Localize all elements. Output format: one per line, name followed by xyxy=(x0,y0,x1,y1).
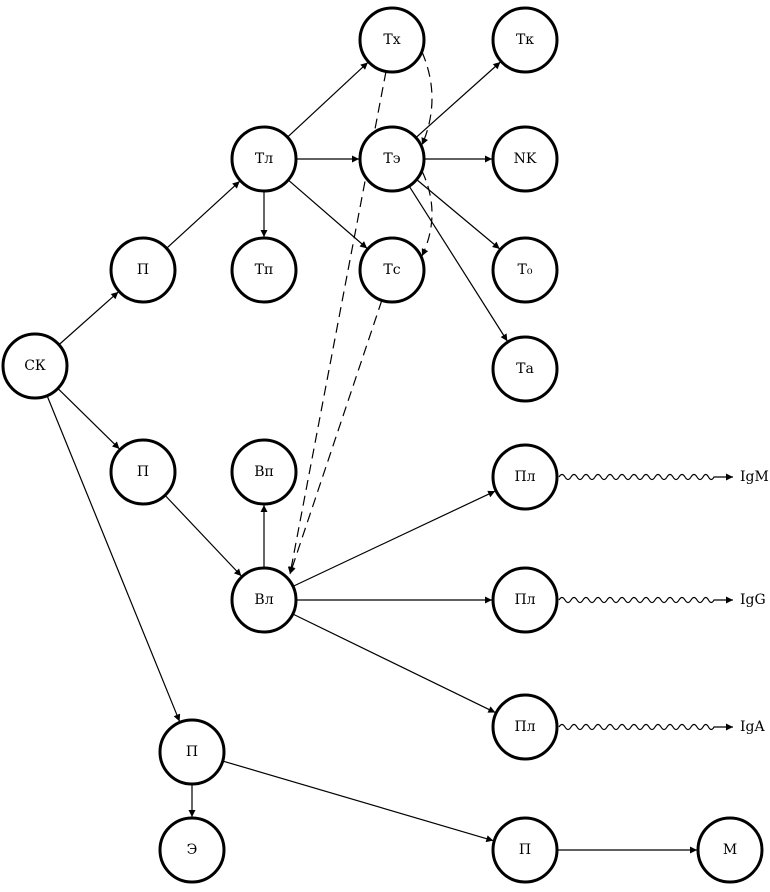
node-tl-label: Тл xyxy=(255,151,273,167)
node-m: М xyxy=(696,816,764,884)
node-pl1-label: Пл xyxy=(514,469,535,485)
output-igm-label: IgM xyxy=(740,469,769,485)
node-tc-label: Тс xyxy=(383,262,400,278)
node-tk: Тк xyxy=(491,6,559,74)
edge-p3-to-p4 xyxy=(222,760,494,843)
node-bp-label: Вп xyxy=(254,464,274,480)
node-tk-label: Тк xyxy=(516,32,534,48)
node-tp: Тп xyxy=(230,236,298,304)
node-nk-label: NK xyxy=(514,151,537,167)
node-p3-circle xyxy=(158,718,226,786)
node-tx-circle xyxy=(358,6,426,74)
edge-pl3-to-iga-wavy xyxy=(558,723,733,731)
node-te: Тэ xyxy=(358,125,426,193)
node-e-label: Э xyxy=(187,842,198,858)
node-pl3-circle xyxy=(491,693,559,761)
node-t0-label: Т₀ xyxy=(518,262,533,278)
node-pl1: Пл xyxy=(491,443,559,511)
node-p1: П xyxy=(109,236,177,304)
node-p2-label: П xyxy=(137,464,149,480)
edge-bl-to-pl1 xyxy=(292,490,496,587)
node-p1-label: П xyxy=(137,262,149,278)
node-ta-label: Та xyxy=(516,361,534,377)
node-t0: Т₀ xyxy=(491,236,559,304)
node-nk: NK xyxy=(491,125,559,193)
node-p4: П xyxy=(491,816,559,884)
node-p2: П xyxy=(109,438,177,506)
node-pl2: Пл xyxy=(491,566,559,634)
edge-ck-to-p2 xyxy=(57,387,120,450)
node-tl-circle xyxy=(230,125,298,193)
node-ta: Та xyxy=(491,335,559,403)
node-nk-circle xyxy=(491,125,559,193)
node-ta-circle xyxy=(491,335,559,403)
node-bl-label: Вл xyxy=(254,592,273,608)
node-pl3: Пл xyxy=(491,693,559,761)
node-m-circle xyxy=(696,816,764,884)
edge-pl1-to-igm-wavy xyxy=(558,473,733,481)
node-pl1-circle xyxy=(491,443,559,511)
edge-te-to-tc xyxy=(421,170,433,257)
edge-bl-to-pl3 xyxy=(292,613,496,714)
node-tk-circle xyxy=(491,6,559,74)
node-p3: П xyxy=(158,718,226,786)
edge-pl2-to-igg-wavy xyxy=(558,596,733,604)
output-iga-label: IgA xyxy=(740,719,765,735)
node-ck: СК xyxy=(1,332,69,400)
edge-tc-to-bl xyxy=(288,300,383,575)
edge-p2-to-bl xyxy=(164,494,242,577)
edge-ck-to-p1 xyxy=(58,291,119,346)
node-ck-circle xyxy=(1,332,69,400)
outputs-layer: IgM IgG IgA xyxy=(740,469,769,735)
edge-te-to-ta xyxy=(408,185,508,342)
edge-tx-to-te xyxy=(421,51,433,146)
node-bp-circle xyxy=(230,438,298,506)
edge-p1-to-tl xyxy=(166,180,241,249)
node-pl2-circle xyxy=(491,566,559,634)
edge-te-to-t0 xyxy=(416,179,501,250)
node-tp-circle xyxy=(230,236,298,304)
node-p2-circle xyxy=(109,438,177,506)
node-tx-label: Тх xyxy=(383,32,400,48)
output-igg-label: IgG xyxy=(740,592,766,608)
node-bl-circle xyxy=(230,566,298,634)
node-bl: Вл xyxy=(230,566,298,634)
node-te-label: Тэ xyxy=(383,151,400,167)
node-pl3-label: Пл xyxy=(514,719,535,735)
node-p4-label: П xyxy=(519,842,531,858)
edge-tl-to-tc xyxy=(287,179,368,249)
node-ck-label: СК xyxy=(24,358,46,374)
node-tx: Тх xyxy=(358,6,426,74)
node-tc: Тс xyxy=(358,236,426,304)
node-e: Э xyxy=(158,816,226,884)
edge-tl-to-tx xyxy=(287,62,369,138)
node-te-circle xyxy=(358,125,426,193)
node-p3-label: П xyxy=(186,744,198,760)
node-tp-label: Тп xyxy=(255,262,274,278)
edge-ck-to-p3 xyxy=(46,395,181,722)
node-p4-circle xyxy=(491,816,559,884)
node-m-label: М xyxy=(723,842,737,858)
node-e-circle xyxy=(158,816,226,884)
node-t0-circle xyxy=(491,236,559,304)
node-tl: Тл xyxy=(230,125,298,193)
node-bp: Вп xyxy=(230,438,298,506)
node-tc-circle xyxy=(358,236,426,304)
node-p1-circle xyxy=(109,236,177,304)
node-pl2-label: Пл xyxy=(514,592,535,608)
edge-te-to-tk xyxy=(415,61,501,139)
